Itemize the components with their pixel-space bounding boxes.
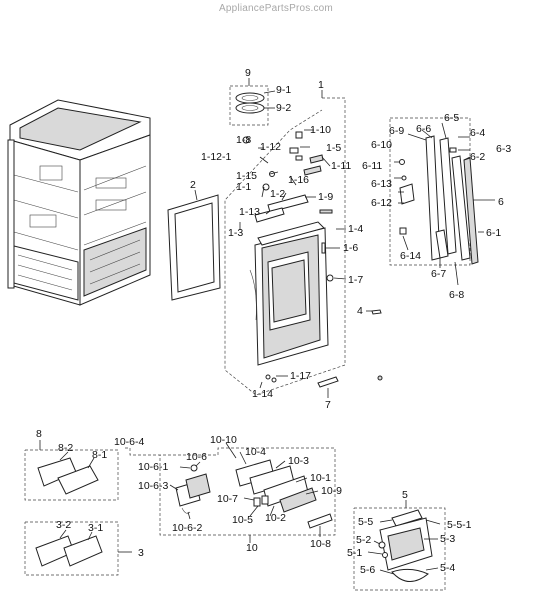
label-6-10: 6-10	[371, 139, 392, 151]
label-10-3: 10-3	[288, 455, 309, 467]
label-1-15: 1-15	[236, 170, 257, 182]
label-6-13: 6-13	[371, 178, 392, 190]
label-9-2: 9-2	[276, 102, 291, 114]
label-9: 9	[245, 67, 251, 79]
group-8-bins	[24, 440, 119, 501]
label-1-7: 1-7	[348, 274, 363, 286]
label-1-12-1: 1-12-1	[201, 151, 232, 163]
part-4-and-7	[317, 309, 383, 398]
label-4: 4	[357, 305, 363, 317]
refrigerator-cabinet	[7, 99, 151, 306]
label-1-3: 1-3	[228, 227, 243, 239]
label-6-6: 6-6	[416, 123, 431, 135]
label-9-1: 9-1	[276, 84, 291, 96]
label-6-3: 6-3	[496, 143, 511, 155]
group-5-ice-maker	[353, 500, 446, 591]
group-6-trim	[389, 117, 495, 286]
label-6-11: 6-11	[362, 160, 382, 172]
label-10-8: 10-8	[310, 538, 331, 550]
door-gasket	[167, 189, 221, 301]
label-5-3: 5-3	[440, 533, 455, 545]
group-1-door	[224, 90, 347, 396]
group-9-frame	[229, 78, 276, 126]
label-6-4: 6-4	[470, 127, 485, 139]
watermark-text: AppliancePartsPros.com	[219, 3, 333, 14]
label-10-9: 10-9	[321, 485, 342, 497]
label-3-1: 3-1	[88, 522, 103, 534]
label-1-4: 1-4	[348, 223, 363, 235]
label-5: 5	[402, 489, 408, 501]
label-1-1: 1-1	[236, 181, 251, 193]
label-10: 10	[246, 542, 258, 554]
label-1-16: 1-16	[288, 174, 309, 186]
label-1-10: 1-10	[310, 124, 331, 136]
label-1-2: 1-2	[270, 188, 285, 200]
label-5-1: 5-1	[347, 547, 362, 559]
label-10-6-2: 10-6-2	[172, 522, 203, 534]
label-10-2: 10-2	[265, 512, 286, 524]
label-2: 2	[190, 179, 196, 191]
label-1-9: 1-9	[318, 191, 333, 203]
label-10-7: 10-7	[217, 493, 238, 505]
label-3: 3	[138, 547, 144, 559]
label-6-5: 6-5	[444, 112, 459, 124]
label-7: 7	[325, 399, 331, 411]
label-10-5: 10-5	[232, 514, 253, 526]
label-6-7: 6-7	[431, 268, 446, 280]
label-6: 6	[498, 196, 504, 208]
label-1-14: 1-14	[252, 388, 273, 400]
label-10-10: 10-10	[210, 434, 237, 446]
label-3-2: 3-2	[56, 519, 71, 531]
label-1-13: 1-13	[239, 206, 260, 218]
label-5-5: 5-5	[358, 516, 373, 528]
label-1-6: 1-6	[343, 242, 358, 254]
label-10-6-1: 10-6-1	[138, 461, 169, 473]
group-10-dispenser	[125, 442, 336, 543]
label-6-12: 6-12	[371, 197, 392, 209]
label-5-5-1: 5-5-1	[447, 519, 472, 531]
label-8-1: 8-1	[92, 449, 107, 461]
label-1-8: 1-8	[236, 134, 251, 146]
label-5-6: 5-6	[360, 564, 375, 576]
label-5-2: 5-2	[356, 534, 371, 546]
label-6-1: 6-1	[486, 227, 501, 239]
label-1-5: 1-5	[326, 142, 341, 154]
label-6-8: 6-8	[449, 289, 464, 301]
label-1-12: 1-12	[260, 141, 281, 153]
label-1: 1	[318, 79, 324, 91]
label-10-6-4: 10-6-4	[114, 436, 145, 448]
label-6-2: 6-2	[470, 151, 485, 163]
label-10-4: 10-4	[245, 446, 266, 458]
label-6-14: 6-14	[400, 250, 421, 262]
label-1-17: 1-17	[290, 370, 311, 382]
label-8-2: 8-2	[58, 442, 73, 454]
label-10-1: 10-1	[310, 472, 331, 484]
label-10-6: 10-6	[186, 451, 207, 463]
label-5-4: 5-4	[440, 562, 455, 574]
group-3-bins	[24, 521, 132, 576]
label-8: 8	[36, 428, 42, 440]
label-1-11: 1-11	[331, 160, 351, 172]
label-6-9: 6-9	[389, 125, 404, 137]
label-10-6-3: 10-6-3	[138, 480, 169, 492]
